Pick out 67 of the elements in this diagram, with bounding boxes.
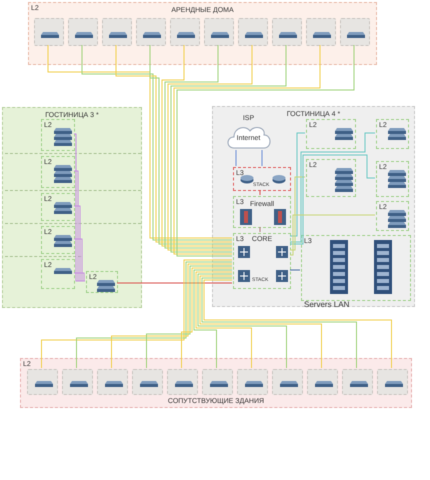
network-link xyxy=(200,276,322,368)
building-card xyxy=(237,369,268,395)
network-link xyxy=(82,44,232,240)
building-card xyxy=(204,18,234,46)
building-card xyxy=(170,18,200,46)
switch-group xyxy=(41,156,75,188)
building-card xyxy=(272,369,303,395)
network-link xyxy=(194,270,232,368)
building-card xyxy=(272,18,302,46)
building-card xyxy=(167,369,198,395)
building-card xyxy=(377,369,408,395)
building-card xyxy=(238,18,268,46)
network-link xyxy=(116,44,232,242)
network-link xyxy=(198,274,287,368)
building-card xyxy=(132,369,163,395)
network-link xyxy=(290,154,376,244)
switch-group xyxy=(41,193,75,221)
network-link xyxy=(174,44,320,254)
group-title: Servers LAN xyxy=(304,301,350,309)
network-link xyxy=(196,272,252,368)
building-card xyxy=(62,369,93,395)
network-link xyxy=(176,44,354,256)
switch-group xyxy=(306,119,356,149)
switch-group xyxy=(41,259,75,289)
switch-group xyxy=(86,271,118,293)
building-card xyxy=(27,369,58,395)
building-card xyxy=(68,18,98,46)
network-link xyxy=(170,44,286,252)
network-link xyxy=(74,272,86,282)
router-group xyxy=(233,167,291,191)
network-link xyxy=(181,268,232,368)
building-card xyxy=(102,18,132,46)
network-link xyxy=(290,132,376,242)
network-link xyxy=(204,280,392,368)
switch-group xyxy=(376,201,409,231)
switch-group xyxy=(41,226,75,254)
building-card xyxy=(340,18,370,46)
hotel-panel xyxy=(2,107,142,308)
building-card xyxy=(342,369,373,395)
network-link xyxy=(290,176,306,250)
switch-group xyxy=(41,119,75,151)
building-card xyxy=(136,18,166,46)
network-link xyxy=(76,262,232,368)
network-link xyxy=(74,238,86,282)
network-link xyxy=(116,282,232,284)
firewall-group xyxy=(233,196,291,228)
building-card xyxy=(34,18,64,46)
switch-group xyxy=(376,161,409,197)
network-link xyxy=(111,264,232,368)
network-link xyxy=(290,214,376,256)
building-group-panel xyxy=(20,358,412,408)
building-card xyxy=(307,369,338,395)
switch-group xyxy=(376,119,409,149)
building-card xyxy=(202,369,233,395)
network-link xyxy=(41,260,232,368)
network-link xyxy=(168,44,252,250)
building-group-panel xyxy=(28,2,377,65)
network-link xyxy=(290,132,306,236)
switch-group xyxy=(306,159,356,197)
hotel-panel xyxy=(212,106,415,307)
core-switch-group xyxy=(233,233,291,289)
network-link xyxy=(202,278,357,368)
building-card xyxy=(306,18,336,46)
building-card xyxy=(97,369,128,395)
network-link xyxy=(150,44,232,244)
network-link xyxy=(146,266,232,368)
network-link xyxy=(48,44,232,238)
